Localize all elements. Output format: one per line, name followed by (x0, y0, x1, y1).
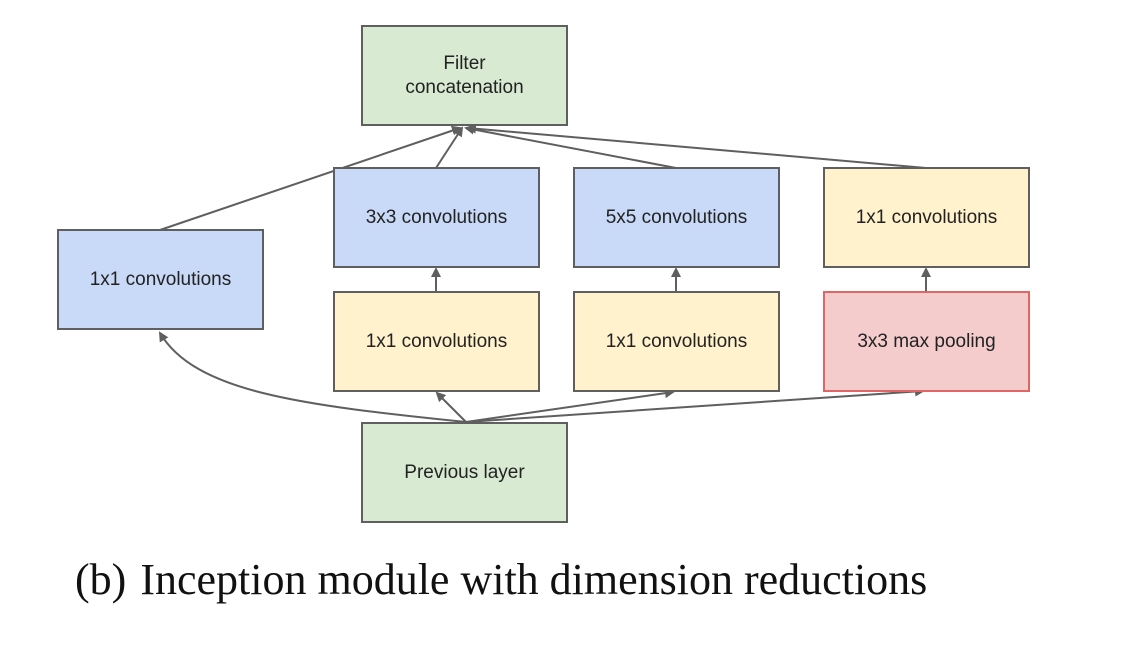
arrow-conv5x5-to-concat (464, 124, 677, 169)
conv-1x1-left-label: 1x1 convolutions (89, 268, 232, 290)
reduce-5x5-conv-1x1-node: 1x1 convolutions (573, 291, 780, 392)
arrow-previous-to-reduce-5x5 (465, 388, 675, 423)
previous-layer-node: Previous layer (361, 422, 568, 523)
arrow-conv1x1-left-to-concat (159, 125, 462, 231)
filter-concatenation-label-line1: Filter (443, 52, 486, 74)
max-pooling-node: 3x3 max pooling (823, 291, 1030, 392)
arrow-pool-proj-to-concat (466, 123, 927, 169)
reduce-5x5-conv-1x1-label: 1x1 convolutions (605, 330, 748, 352)
conv-5x5-label: 5x5 convolutions (605, 206, 748, 228)
caption-tag: (b) (75, 555, 127, 604)
arrow-previous-to-reduce-3x3 (435, 391, 467, 423)
reduce-3x3-conv-1x1-node: 1x1 convolutions (333, 291, 540, 392)
pool-projection-conv-1x1-node: 1x1 convolutions (823, 167, 1030, 268)
conv-3x3-node: 3x3 convolutions (333, 167, 540, 268)
conv-3x3-label: 3x3 convolutions (365, 206, 508, 228)
filter-concatenation-node: Filter concatenation (361, 25, 568, 126)
caption-text: Inception module with dimension reductio… (140, 555, 928, 604)
conv-5x5-node: 5x5 convolutions (573, 167, 780, 268)
pool-projection-conv-1x1-label: 1x1 convolutions (855, 206, 998, 228)
arrow-previous-to-conv1x1-left (158, 331, 467, 423)
previous-layer-label: Previous layer (404, 461, 525, 483)
arrow-previous-to-maxpool (465, 386, 925, 423)
conv-1x1-left-node: 1x1 convolutions (57, 229, 264, 330)
arrow-conv3x3-to-concat (435, 126, 464, 169)
filter-concatenation-label-line2: concatenation (405, 76, 524, 98)
reduce-3x3-conv-1x1-label: 1x1 convolutions (365, 330, 508, 352)
figure-caption: (b) Inception module with dimension reduc… (75, 552, 1075, 608)
max-pooling-label: 3x3 max pooling (857, 330, 996, 352)
